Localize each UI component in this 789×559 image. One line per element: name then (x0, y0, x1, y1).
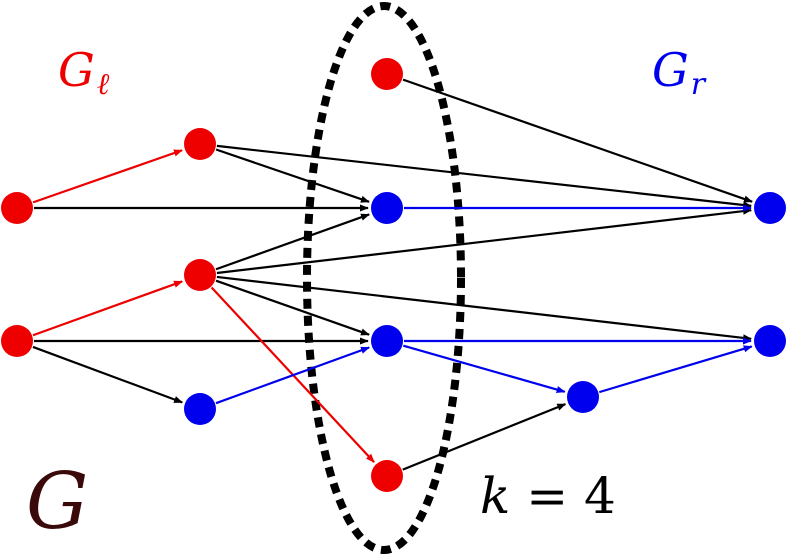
edge-b2-r2 (216, 275, 753, 342)
label-g-right-subscript: r (691, 67, 707, 102)
label-g-left-main: G (58, 43, 95, 97)
node-b3 (184, 393, 216, 425)
node-r1 (754, 192, 786, 224)
edge-a2-b2 (32, 280, 183, 337)
edge-a2-b3 (32, 345, 184, 404)
node-b2 (184, 259, 216, 291)
edge-b3-s3 (215, 346, 370, 405)
edge-s1-r1 (402, 78, 753, 203)
separator-ellipse (303, 2, 465, 554)
edge-a1-b1 (32, 149, 183, 204)
node-s1 (371, 58, 403, 90)
label-g-left-subscript: ℓ (97, 67, 110, 102)
edge-b1-r1 (216, 144, 753, 209)
label-graph-g: G (26, 457, 88, 547)
node-s4 (371, 460, 403, 492)
edge-s3-m1 (403, 344, 566, 394)
edge-m1-r2 (598, 345, 753, 394)
label-k-value: k = 4 (480, 467, 616, 525)
node-m1 (567, 381, 599, 413)
label-g-right-main: G (652, 43, 689, 97)
label-g-right: Gr (652, 43, 707, 102)
edge-b1-s2 (215, 148, 370, 203)
label-k-eq: = 4 (510, 467, 616, 525)
edge-s4-m1 (402, 403, 567, 471)
node-s3 (371, 325, 403, 357)
label-g-left: Gℓ (58, 43, 110, 102)
label-k-var: k (480, 467, 510, 525)
edges-layer (32, 78, 753, 471)
edge-b2-s2 (215, 213, 370, 271)
node-b1 (184, 128, 216, 160)
node-a2 (1, 325, 33, 357)
edge-b2-s3 (215, 279, 370, 336)
node-r2 (754, 325, 786, 357)
node-a1 (1, 192, 33, 224)
node-s2 (371, 192, 403, 224)
edge-b2-r1 (216, 207, 753, 275)
nodes-layer (1, 58, 786, 492)
